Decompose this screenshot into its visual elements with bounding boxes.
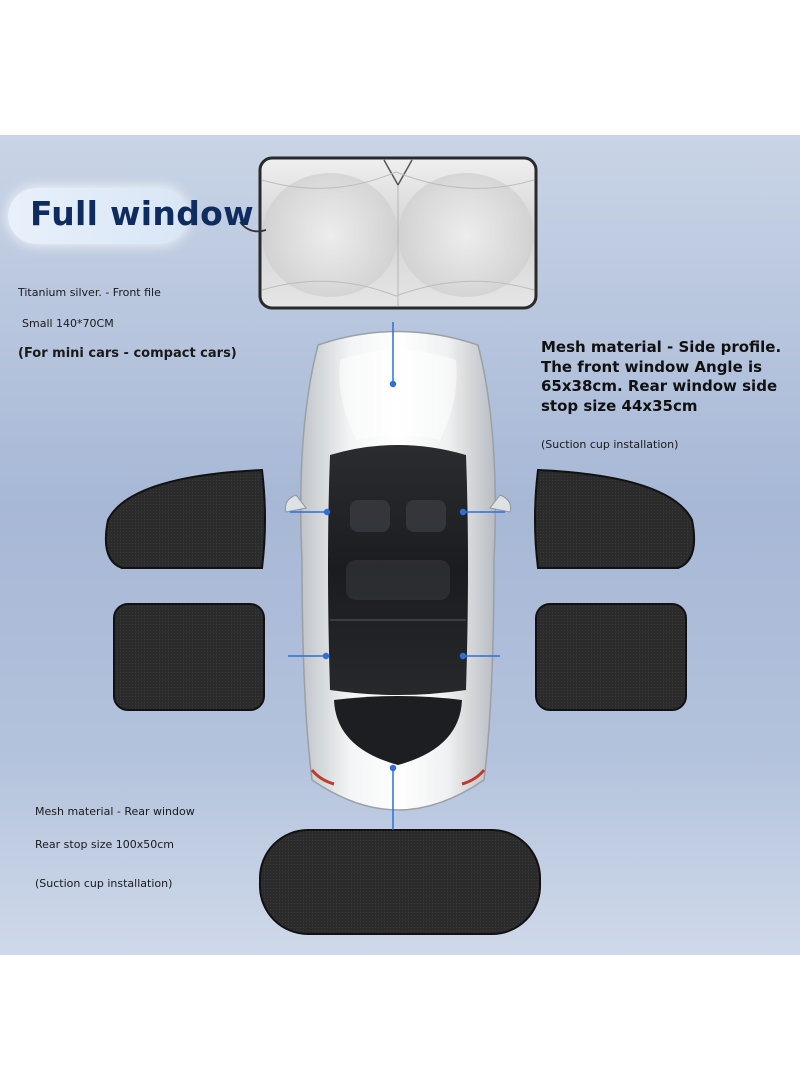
rear-shade-material: Mesh material - Rear window [35,805,195,818]
side-front-right-shade [534,468,696,569]
rear-window-shade [259,829,541,935]
front-shade-size: Small 140*70CM [22,317,114,330]
side-shade-install: (Suction cup installation) [541,438,679,451]
front-shade-material: Titanium silver. - Front file [18,286,161,299]
rear-shade-install: (Suction cup installation) [35,877,173,890]
side-rear-left-shade [113,603,265,711]
front-sunshade [239,156,538,310]
side-shade-description: Mesh material - Side profile. The front … [541,338,782,415]
headline-badge [8,188,188,244]
car-top-view [285,330,511,811]
rear-shade-size: Rear stop size 100x50cm [35,838,175,851]
side-rear-right-shade [535,603,687,711]
callout-lines [288,322,505,830]
headline-title: Full window [30,194,254,233]
side-front-left-shade [104,468,266,569]
front-shade-fit: (For mini cars - compact cars) [18,346,237,361]
